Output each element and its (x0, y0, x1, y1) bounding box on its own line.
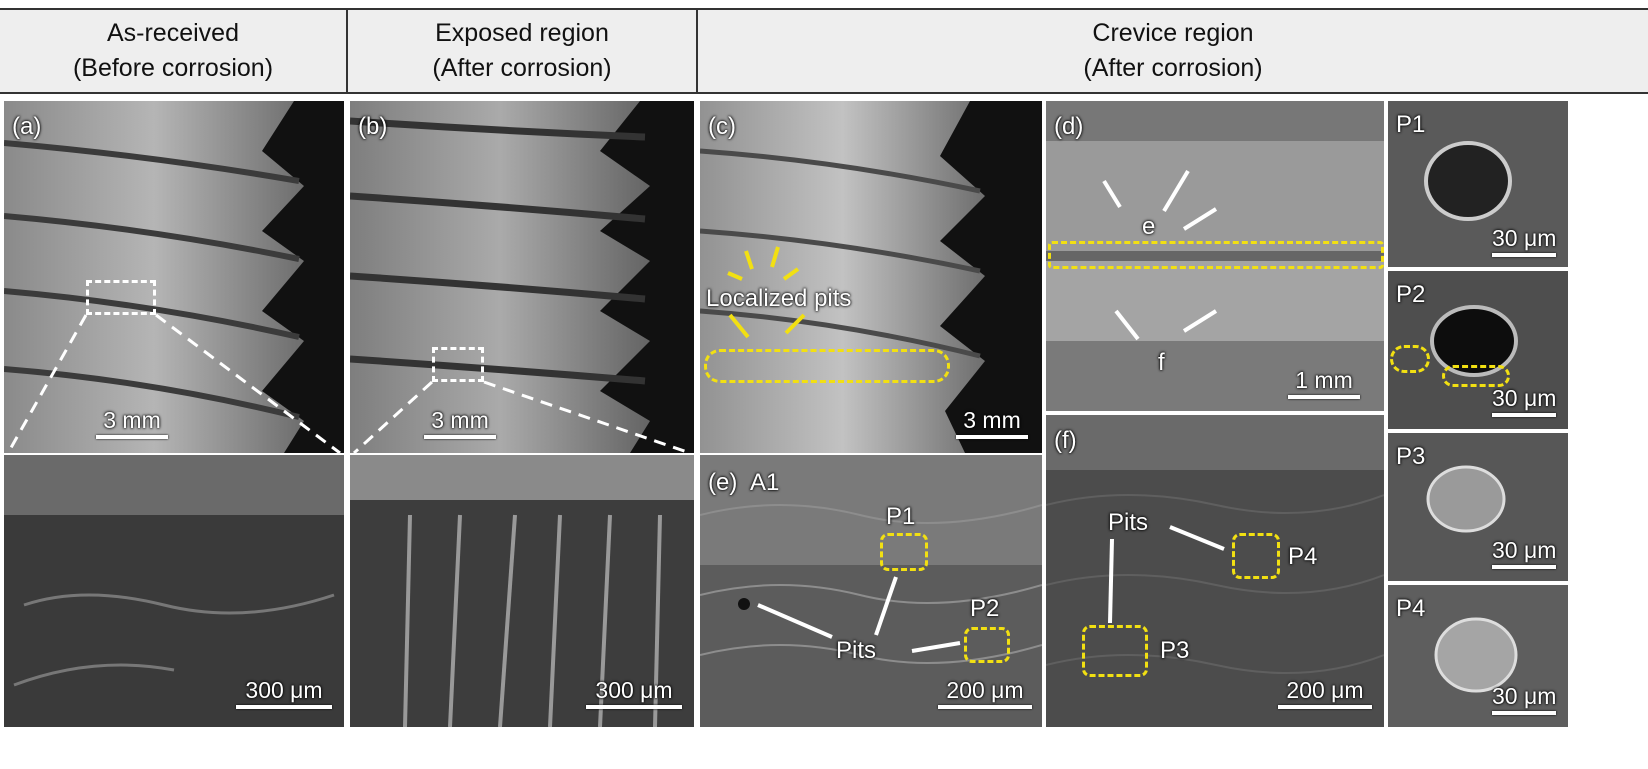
zoom-region-box (86, 280, 156, 315)
white-arrows (1102, 169, 1218, 341)
scale-bar-label: 3 mm (963, 407, 1021, 433)
scale-bar-label: 30 μm (1492, 683, 1557, 709)
header-as-received: As-received (Before corrosion) (0, 8, 346, 94)
surface-texture (700, 455, 1042, 664)
scale-bar-label: 300 μm (595, 677, 673, 703)
scale-bar: 3 mm (956, 407, 1028, 439)
pit-p4-label: P4 (1288, 543, 1318, 570)
scale-bar: 30 μm (1492, 225, 1556, 257)
screw-thread-graphic (4, 101, 304, 453)
scale-bar-label: 1 mm (1295, 367, 1353, 393)
crevice-band-outline (1048, 241, 1384, 269)
header-title: Exposed region (435, 19, 609, 47)
panel-e-sem-image: (e) A1 P1 P2 Pits 200 μm (700, 455, 1042, 727)
panel-b-screw-image: (b) 3 mm (350, 101, 694, 453)
scale-bar: 30 μm (1492, 683, 1556, 715)
pit-region-outline (1390, 345, 1430, 373)
region-mark-f: f (1158, 349, 1165, 376)
surface-texture (4, 455, 344, 727)
corrosion-region-outline (704, 349, 950, 383)
scale-bar: 30 μm (1492, 385, 1556, 417)
header-exposed-region: Exposed region (After corrosion) (348, 8, 696, 94)
white-arrows (757, 576, 961, 653)
scale-bar: 30 μm (1492, 537, 1556, 569)
surface-texture (350, 455, 694, 727)
pit-graphic (1424, 141, 1512, 221)
pit-p2-label: P2 (970, 595, 1000, 622)
screw-thread-graphic (700, 101, 985, 453)
pit-p3-label: P3 (1160, 637, 1190, 664)
panel-p4-image: P4 30 μm (1388, 585, 1568, 727)
area-label: A1 (750, 469, 780, 496)
scale-bar-label: 30 μm (1492, 385, 1557, 411)
scale-bar: 200 μm (938, 677, 1032, 709)
pit-p1-box (880, 533, 928, 571)
pit-p1-label: P1 (886, 503, 916, 530)
header-divider (696, 8, 698, 94)
screw-thread-graphic (350, 101, 650, 453)
scale-bar: 300 μm (236, 677, 332, 709)
panel-label: (a) (12, 113, 42, 140)
scale-bar-label: 3 mm (431, 407, 489, 433)
panel-label: (c) (708, 113, 736, 140)
panel-label: (e) (708, 469, 738, 496)
pits-annotation: Pits (836, 637, 877, 664)
pit-region-outline (1442, 365, 1510, 387)
scale-bar: 3 mm (96, 407, 168, 439)
pit-graphic (1430, 305, 1518, 377)
header-title: As-received (106, 19, 239, 47)
scale-bar-label: 300 μm (245, 677, 323, 703)
pit-p2-box (964, 627, 1010, 663)
scale-bar-label: 30 μm (1492, 537, 1557, 563)
pits-annotation: Pits (1108, 509, 1149, 536)
scale-bar-label: 3 mm (103, 407, 161, 433)
header-subtitle: (After corrosion) (432, 54, 612, 82)
panel-label: (d) (1054, 113, 1084, 140)
surface-texture (1046, 101, 1384, 411)
white-arrows (1108, 525, 1225, 624)
panel-label: (b) (358, 113, 388, 140)
panel-f-sem-image: (f) P4 P3 Pits 200 μm (1046, 415, 1384, 727)
panel-d-sem-image: (d) e f 1 mm (1046, 101, 1384, 411)
scale-bar: 1 mm (1288, 367, 1360, 399)
scale-bar: 300 μm (586, 677, 682, 709)
scale-bar-label: 200 μm (1286, 677, 1364, 703)
pit-p4-box (1232, 533, 1280, 579)
pit-p3-box (1082, 625, 1148, 677)
panel-label: (f) (1054, 427, 1077, 454)
header-title: Crevice region (1092, 19, 1254, 47)
header-subtitle: (Before corrosion) (72, 54, 274, 82)
zoom-region-box (432, 347, 484, 382)
scale-bar: 3 mm (424, 407, 496, 439)
panel-p2-image: P2 30 μm (1388, 271, 1568, 429)
panel-c-screw-image: (c) Localized pits 3 mm (700, 101, 1042, 453)
header-subtitle: (After corrosion) (1083, 54, 1263, 82)
pit-graphic (1434, 617, 1518, 693)
header-crevice-region: Crevice region (After corrosion) (698, 8, 1648, 94)
scale-bar-label: 30 μm (1492, 225, 1557, 251)
region-mark-e: e (1142, 213, 1156, 240)
panel-p3-image: P3 30 μm (1388, 433, 1568, 581)
pit-graphic (1426, 465, 1506, 533)
scale-bar-label: 200 μm (946, 677, 1024, 703)
header-divider (346, 8, 348, 94)
panel-label: P4 (1396, 595, 1426, 622)
panel-a-zoom-image: 300 μm (4, 455, 344, 727)
yellow-arrows (727, 246, 806, 339)
panel-label: P2 (1396, 281, 1426, 308)
panel-a-screw-image: (a) 3 mm (4, 101, 344, 453)
panel-label: P3 (1396, 443, 1426, 470)
localized-pits-annotation: Localized pits (706, 285, 852, 312)
panel-b-zoom-image: 300 μm (350, 455, 694, 727)
surface-texture (1046, 415, 1384, 674)
scale-bar: 200 μm (1278, 677, 1372, 709)
panel-label: P1 (1396, 111, 1426, 138)
panel-p1-image: P1 30 μm (1388, 101, 1568, 267)
